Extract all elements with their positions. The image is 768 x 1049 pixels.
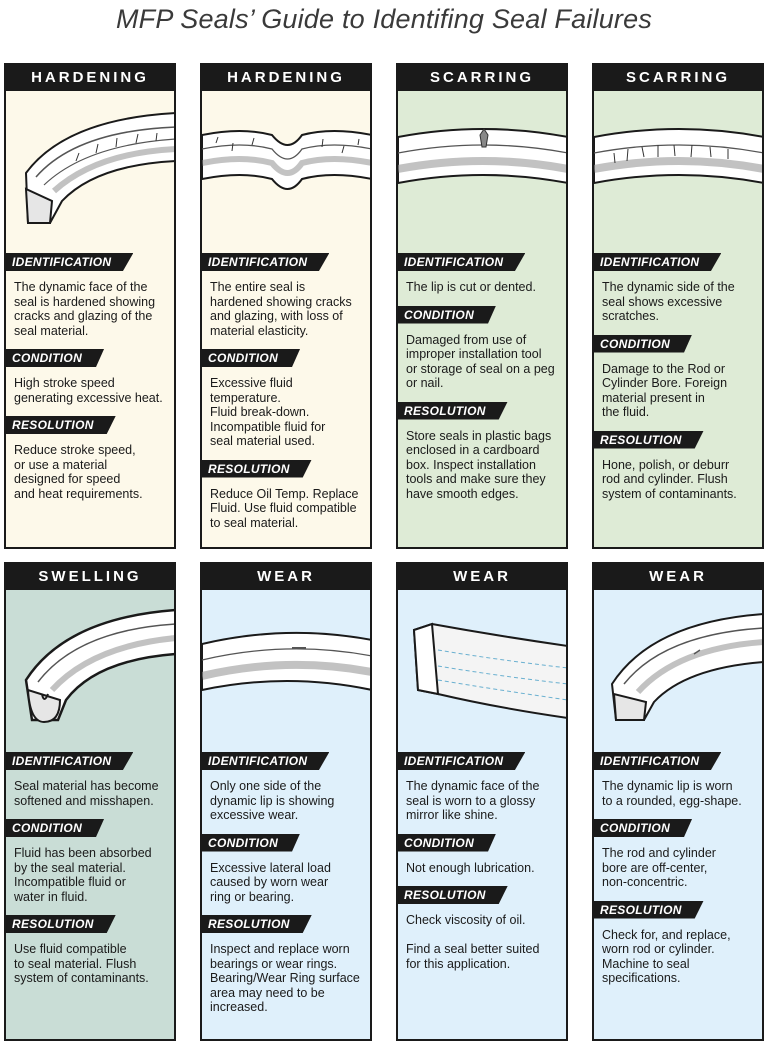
identification-text: The entire seal is hardened showing crac… xyxy=(210,280,352,338)
resolution-text: Inspect and replace worn bearings or wea… xyxy=(210,942,360,1014)
resolution-text: Reduce Oil Temp. Replace Fluid. Use flui… xyxy=(210,486,359,530)
seal-illustration xyxy=(594,91,762,253)
card-hardening-2: HARDENING IDENTIFICATION The entire seal… xyxy=(200,63,372,549)
resolution-text: Store seals in plastic bags enclosed in … xyxy=(406,428,552,501)
identification-label: IDENTIFICATION xyxy=(398,752,526,770)
resolution-label: RESOLUTION xyxy=(6,416,116,434)
resolution-label: RESOLUTION xyxy=(202,915,312,933)
card-header: HARDENING xyxy=(6,65,174,91)
resolution-label: RESOLUTION xyxy=(202,459,312,478)
card-header: WEAR xyxy=(202,564,370,590)
seal-illustration xyxy=(202,91,370,253)
identification-label: IDENTIFICATION xyxy=(6,253,134,271)
card-header: SCARRING xyxy=(398,65,566,91)
condition-label: CONDITION xyxy=(398,305,497,324)
identification-text: The dynamic face of the seal is hardened… xyxy=(14,280,156,338)
condition-text: High stroke speed generating excessive h… xyxy=(14,376,163,405)
condition-label: CONDITION xyxy=(398,833,497,852)
seal-illustration xyxy=(6,590,174,752)
identification-label: IDENTIFICATION xyxy=(202,253,330,271)
resolution-label: RESOLUTION xyxy=(398,401,508,420)
condition-text: Fluid has been absorbed by the seal mate… xyxy=(14,846,152,904)
condition-text: Damaged from use of improper installatio… xyxy=(406,332,555,391)
condition-text: Damage to the Rod or Cylinder Bore. Fore… xyxy=(602,361,728,420)
seal-illustration xyxy=(398,590,566,752)
condition-label: CONDITION xyxy=(202,833,301,852)
card-scarring-1: SCARRING IDENTIFICATION The lip is cut o… xyxy=(396,63,568,549)
condition-label: CONDITION xyxy=(6,819,105,837)
identification-text: The dynamic lip is worn to a rounded, eg… xyxy=(602,779,742,808)
card-header: WEAR xyxy=(594,564,762,590)
identification-text: The dynamic side of the seal shows exces… xyxy=(602,280,735,323)
identification-text: Only one side of the dynamic lip is show… xyxy=(210,779,335,822)
identification-label: IDENTIFICATION xyxy=(594,752,722,770)
condition-text: Excessive fluid temperature. Fluid break… xyxy=(210,376,326,448)
seal-illustration xyxy=(6,91,174,253)
condition-text: Not enough lubrication. xyxy=(406,860,535,875)
condition-label: CONDITION xyxy=(202,349,301,367)
card-wear-2: WEAR IDENTIFICATION The dynamic face of … xyxy=(396,562,568,1041)
card-scarring-2: SCARRING IDENTIFICATION The dynamic side… xyxy=(592,63,764,549)
resolution-text: Use fluid compatible to seal material. F… xyxy=(14,942,149,985)
identification-label: IDENTIFICATION xyxy=(202,752,330,770)
identification-text: The lip is cut or dented. xyxy=(406,280,536,294)
card-header: SWELLING xyxy=(6,564,174,590)
identification-label: IDENTIFICATION xyxy=(6,752,134,770)
card-hardening-1: HARDENING IDENTIFICATION The dynamic fac… xyxy=(4,63,176,549)
card-wear-1: WEAR IDENTIFICATION Only one side of the… xyxy=(200,562,372,1041)
seal-illustration xyxy=(202,590,370,752)
identification-label: IDENTIFICATION xyxy=(594,253,722,271)
resolution-text: Hone, polish, or deburr rod and cylinder… xyxy=(602,457,737,501)
resolution-text: Reduce stroke speed, or use a material d… xyxy=(14,443,143,501)
seal-illustration xyxy=(594,590,762,752)
page-title: MFP Seals’ Guide to Identifing Seal Fail… xyxy=(115,4,653,34)
condition-label: CONDITION xyxy=(594,334,693,353)
identification-text: Seal material has become softened and mi… xyxy=(14,779,159,808)
resolution-label: RESOLUTION xyxy=(6,915,116,933)
condition-text: Excessive lateral load caused by worn we… xyxy=(210,860,331,904)
card-header: WEAR xyxy=(398,564,566,590)
condition-label: CONDITION xyxy=(594,819,693,837)
card-header: SCARRING xyxy=(594,65,762,91)
identification-text: The dynamic face of the seal is worn to … xyxy=(406,779,540,822)
resolution-label: RESOLUTION xyxy=(594,900,704,919)
card-header: HARDENING xyxy=(202,65,370,91)
seal-illustration xyxy=(398,91,566,253)
condition-label: CONDITION xyxy=(6,349,105,367)
resolution-label: RESOLUTION xyxy=(398,886,508,904)
card-wear-3: WEAR IDENTIFICATION The dynamic lip is w… xyxy=(592,562,764,1041)
resolution-label: RESOLUTION xyxy=(594,430,704,449)
identification-label: IDENTIFICATION xyxy=(398,253,526,271)
condition-text: The rod and cylinder bore are off-center… xyxy=(602,846,716,889)
resolution-text: Check for, and replace, worn rod or cyli… xyxy=(602,927,731,986)
resolution-text: Check viscosity of oil. Find a seal bett… xyxy=(406,913,540,971)
card-swelling: SWELLING IDENTIFICATION Seal material ha… xyxy=(4,562,176,1041)
